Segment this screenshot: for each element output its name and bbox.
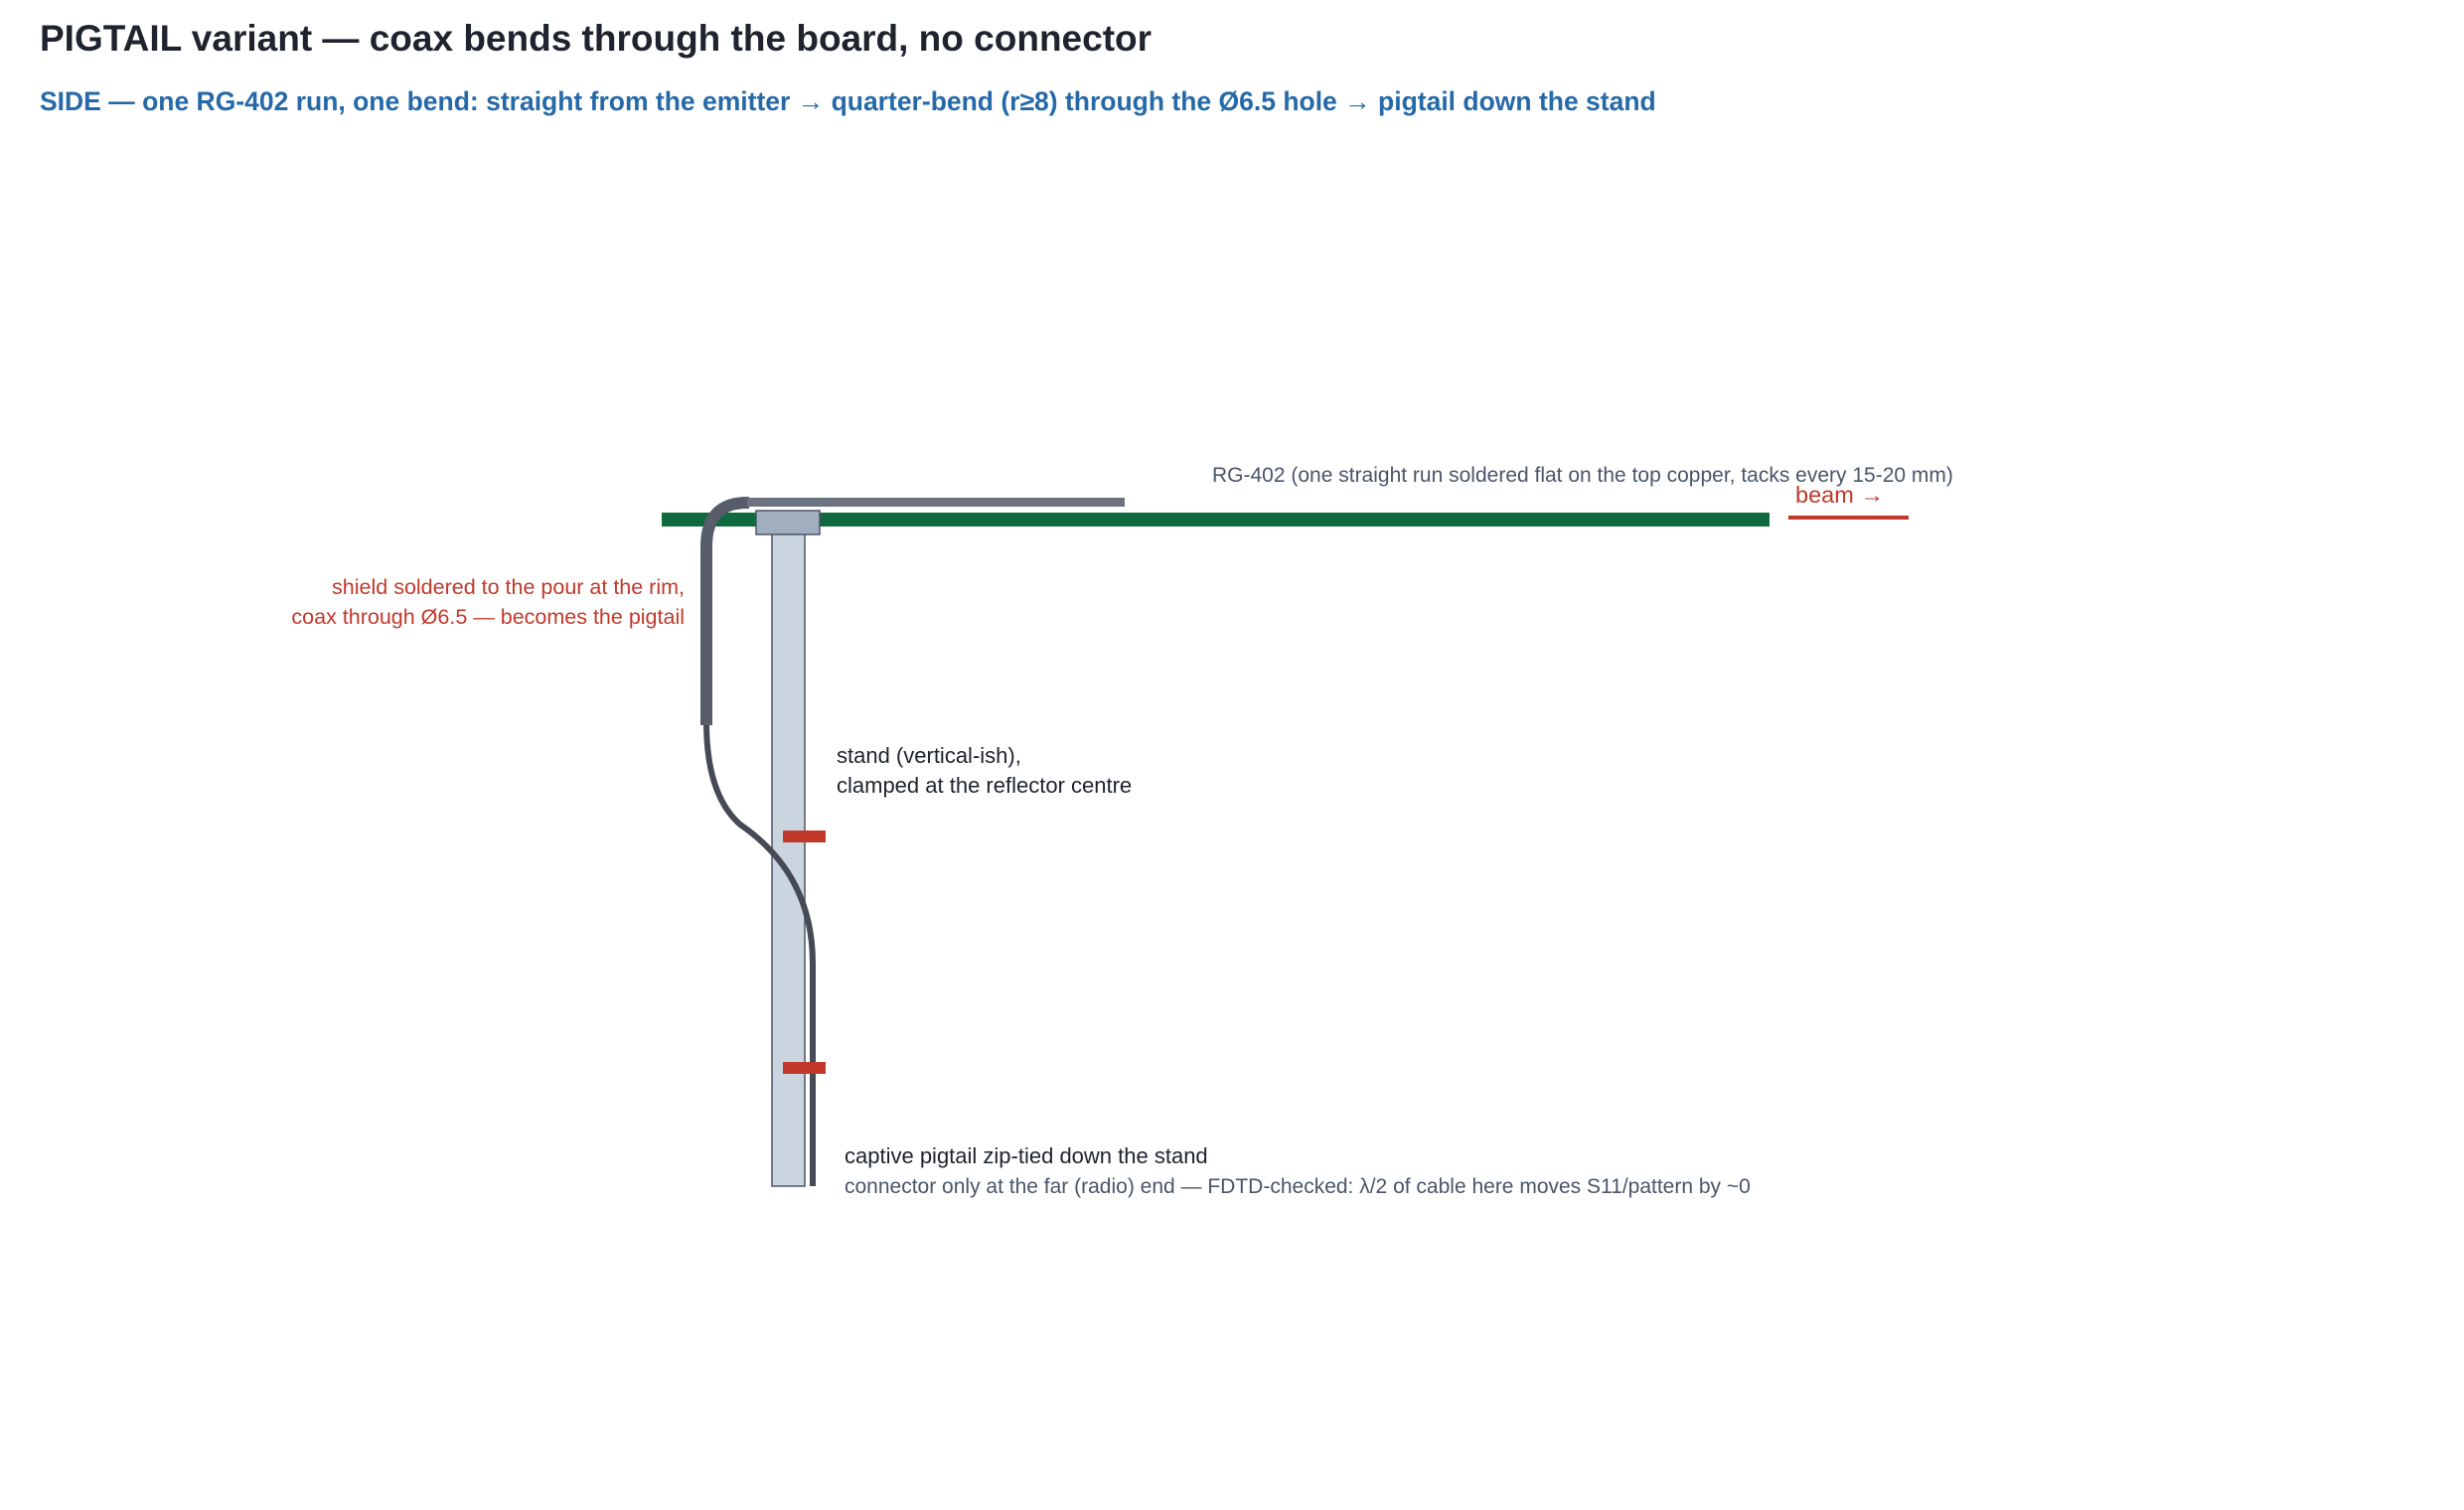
shield-label-line2: coax through Ø6.5 — becomes the pigtail xyxy=(291,605,685,629)
page-subtitle: SIDE — one RG-402 run, one bend: straigh… xyxy=(40,86,1656,116)
rg402-top-run xyxy=(747,498,1125,507)
pigtail-coax xyxy=(703,721,816,1186)
stand-label-line2: clamped at the reflector centre xyxy=(837,773,1132,798)
zip-tie-upper xyxy=(783,830,826,842)
zip-tie-lower xyxy=(783,1062,826,1074)
rg402-label: RG-402 (one straight run soldered flat o… xyxy=(1212,464,1953,487)
coax-quarter-bend xyxy=(700,497,749,725)
stand-clamp xyxy=(755,510,821,535)
beam-label: beam → xyxy=(1795,482,1884,508)
pigtail-label-line2: connector only at the far (radio) end — … xyxy=(845,1175,1751,1198)
page-title: PIGTAIL variant — coax bends through the… xyxy=(40,18,1153,59)
shield-label-line1: shield soldered to the pour at the rim, xyxy=(332,575,685,599)
pigtail-label-line1: captive pigtail zip-tied down the stand xyxy=(845,1143,1208,1168)
stand-label-line1: stand (vertical-ish), xyxy=(837,743,1021,768)
reflector-board xyxy=(662,513,1770,527)
